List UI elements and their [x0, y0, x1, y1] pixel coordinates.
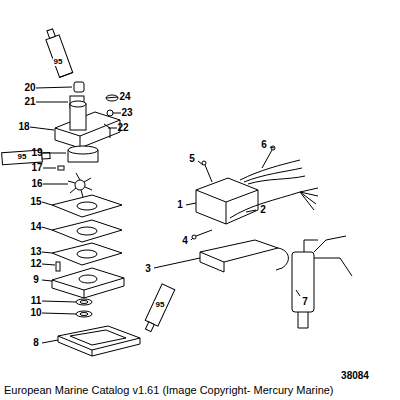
- callout-number: 18: [18, 122, 29, 132]
- tube-label: 95: [155, 301, 166, 309]
- callout-number: 3: [145, 264, 151, 274]
- callout-number: 13: [30, 247, 41, 257]
- callout-number: 2: [260, 205, 266, 215]
- callout-number: 9: [33, 275, 39, 285]
- callout-number: 1: [177, 200, 183, 210]
- callout-number: 22: [117, 123, 128, 133]
- tube-label: 95: [53, 58, 64, 66]
- callout-number: 5: [189, 154, 195, 164]
- tube-label: 95: [17, 153, 28, 161]
- figure-number: 38084: [341, 371, 369, 381]
- callout-number: 21: [24, 97, 35, 107]
- callout-number: 4: [182, 236, 188, 246]
- callout-number: 20: [24, 83, 35, 93]
- callout-number: 14: [30, 222, 41, 232]
- callout-number: 10: [30, 308, 41, 318]
- callout-number: 19: [31, 148, 42, 158]
- callout-number: 7: [302, 297, 308, 307]
- callout-number: 23: [121, 108, 132, 118]
- callout-number: 17: [31, 163, 42, 173]
- callout-number: 16: [31, 179, 42, 189]
- callout-number: 11: [31, 296, 42, 306]
- callout-number: 6: [261, 140, 267, 150]
- caption: European Marine Catalog v1.61 (Image Cop…: [4, 384, 334, 397]
- callout-number: 8: [33, 338, 39, 348]
- callout-number: 12: [30, 259, 41, 269]
- callout-number: 15: [30, 197, 41, 207]
- callout-number: 24: [119, 92, 130, 102]
